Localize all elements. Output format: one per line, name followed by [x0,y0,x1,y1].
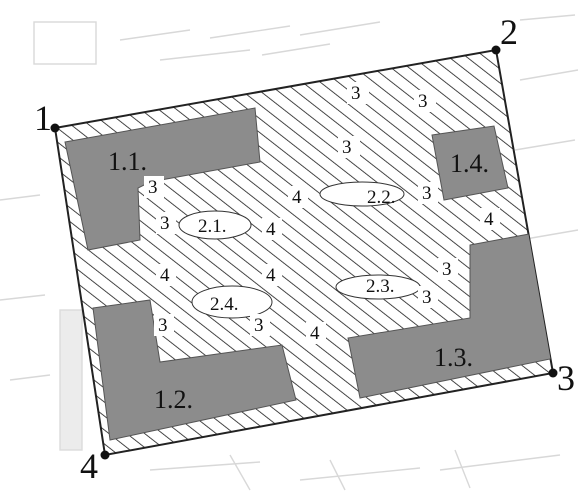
zone-label-1-1: 1.1. [108,147,147,176]
marker-3: 3 [442,259,452,280]
zone-1-4-area [431,125,509,201]
marker-3: 3 [160,213,170,234]
zone-2-2-area [319,181,405,207]
marker-3: 3 [158,315,168,336]
background-sketch [0,14,579,491]
corner-point-3 [548,368,558,378]
zone-label-2-1: 2.1. [198,216,227,237]
marker-3: 3 [254,315,264,336]
zone-label-2-3: 2.3. [366,276,395,297]
marker-4: 4 [160,265,170,286]
corner-label-3: 3 [557,358,575,398]
zone-label-1-4: 1.4. [450,149,489,178]
corner-label-2: 2 [500,12,518,52]
marker-3: 3 [422,183,432,204]
corner-point-1 [50,123,60,133]
corner-point-4 [100,450,110,460]
marker-4: 4 [310,323,320,344]
marker-3: 3 [342,137,352,158]
marker-3: 3 [351,83,361,104]
marker-3: 3 [418,91,428,112]
marker-4: 4 [266,219,276,240]
marker-4: 4 [292,187,302,208]
zone-label-2-2: 2.2. [367,187,396,208]
zone-1-2-area [92,299,297,441]
zone-label-1-2: 1.2. [154,385,193,414]
marker-4: 4 [484,209,494,230]
marker-4: 4 [266,265,276,286]
corner-label-4: 4 [80,446,98,486]
zone-2-1-area [178,210,252,240]
zone-label-2-4: 2.4. [210,294,239,315]
corner-label-1: 1. [34,98,61,138]
zone-2-4-area [191,285,273,319]
zone-label-1-3: 1.3. [434,343,473,372]
marker-3: 3 [422,287,432,308]
corner-point-2 [491,45,501,55]
marker-3: 3 [148,177,158,198]
